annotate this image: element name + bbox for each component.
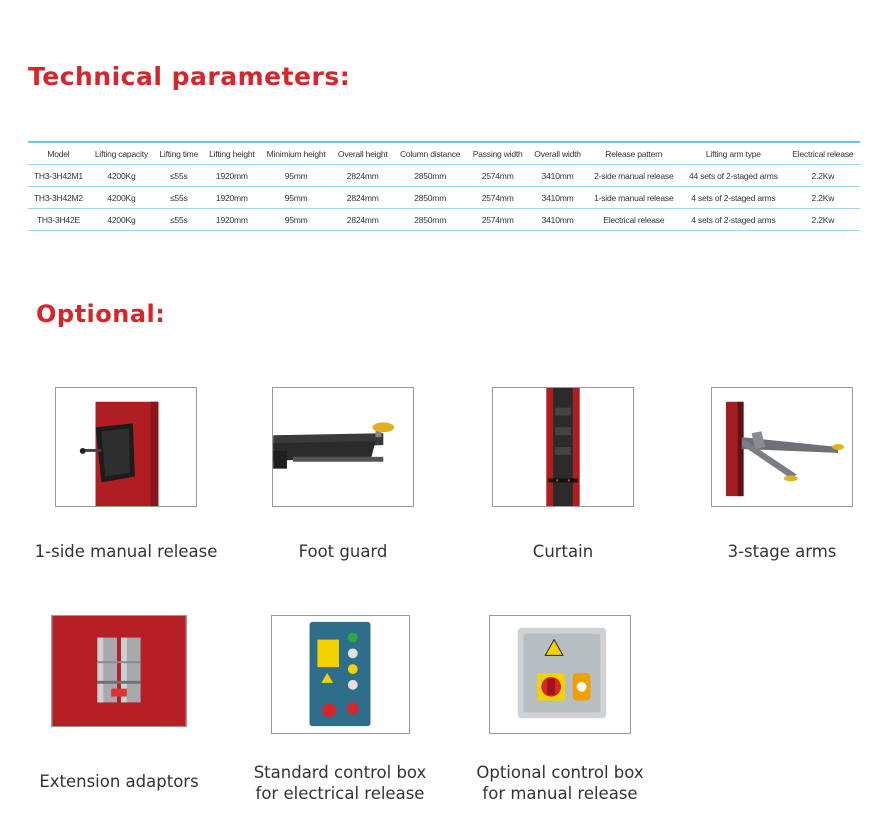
table-cell: 95mm: [284, 192, 308, 203]
standard-control-box-icon: [272, 616, 409, 733]
extension-adaptors-photo: [51, 615, 187, 727]
foot-guard-caption: Foot guard: [298, 542, 388, 561]
table-cell: 3410mm: [541, 170, 574, 181]
standard-control-box-caption: Standard control box for electrical rele…: [230, 762, 450, 804]
table-cell: 1920mm: [215, 214, 248, 225]
caption-line: Standard control box: [253, 763, 427, 782]
table-cell: 1-side manual release: [594, 192, 674, 203]
manual-release-icon: [56, 388, 196, 506]
caption-line: for manual release: [482, 784, 638, 803]
column-header: Overall height: [337, 148, 388, 159]
column-header: Model: [47, 148, 70, 159]
table-cell: 3410mm: [541, 214, 574, 225]
three-stage-arms-caption: 3-stage arms: [727, 542, 837, 561]
column-header: Minimium height: [266, 148, 326, 159]
table-cell: 95mm: [284, 170, 308, 181]
three-stage-arms-photo: [711, 387, 853, 507]
foot-guard-icon: [273, 388, 413, 506]
table-cell: TH3-3H42E: [36, 214, 80, 225]
extension-adaptors-caption: Extension adaptors: [39, 772, 199, 791]
table-cell: TH3-3H42M1: [33, 170, 83, 181]
table-cell: ≤55s: [169, 170, 188, 181]
table-cell: 3410mm: [541, 192, 574, 203]
table-row: TH3-3H42M1 4200Kg ≤55s 1920mm 95mm 2824m…: [28, 164, 860, 187]
caption-line: Optional control box: [476, 763, 644, 782]
three-stage-arms-icon: [712, 388, 852, 506]
technical-parameters-table: Model Lifting capacity Lifting time Lift…: [28, 141, 860, 231]
manual-release-caption: 1-side manual release: [34, 542, 218, 561]
optional-control-box-caption: Optional control box for manual release: [450, 762, 670, 804]
column-header: Column distance: [399, 148, 461, 159]
column-header: Release pattern: [605, 148, 663, 159]
column-header: Lifting capacity: [94, 148, 148, 159]
table-row: TH3-3H42E 4200Kg ≤55s 1920mm 95mm 2824mm…: [28, 208, 860, 231]
table-cell: ≤55s: [169, 192, 188, 203]
technical-parameters-heading: Technical parameters:: [28, 62, 351, 91]
table-cell: 1920mm: [215, 170, 248, 181]
optional-control-box-photo: [489, 615, 631, 734]
optional-heading: Optional:: [36, 300, 166, 328]
optional-control-box-icon: [490, 616, 630, 733]
table-cell: 2824mm: [346, 170, 379, 181]
table-cell: ≤55s: [169, 214, 188, 225]
table-cell: 2850mm: [414, 214, 447, 225]
foot-guard-photo: [272, 387, 414, 507]
table-cell: 4 sets of 2-staged arms: [691, 214, 776, 225]
column-header: Passing width: [472, 148, 523, 159]
table-cell: Electrical release: [603, 214, 665, 225]
table-header-row: Model Lifting capacity Lifting time Lift…: [28, 142, 860, 165]
caption-line: for electrical release: [255, 784, 425, 803]
table-cell: 2.2Kw: [811, 170, 835, 181]
table-row: TH3-3H42M2 4200Kg ≤55s 1920mm 95mm 2824m…: [28, 186, 860, 209]
column-header: Electrical release: [792, 148, 854, 159]
table-cell: 2850mm: [414, 192, 447, 203]
curtain-icon: [493, 388, 633, 506]
extension-adaptors-icon: [52, 616, 186, 726]
table-cell: 4 sets of 2-staged arms: [691, 192, 776, 203]
standard-control-box-photo: [271, 615, 410, 734]
curtain-photo: [492, 387, 634, 507]
manual-release-photo: [55, 387, 197, 507]
table-cell: 2-side manual release: [594, 170, 674, 181]
table-cell: 2574mm: [481, 170, 514, 181]
table-cell: 44 sets of 2-staged arms: [688, 170, 778, 181]
table-cell: 2850mm: [414, 170, 447, 181]
table-cell: 4200Kg: [107, 214, 136, 225]
table-cell: 2.2Kw: [811, 214, 835, 225]
table-cell: 95mm: [284, 214, 308, 225]
table-cell: 1920mm: [215, 192, 248, 203]
column-header: Lifting time: [159, 148, 199, 159]
table-cell: 4200Kg: [107, 170, 136, 181]
table-cell: 2824mm: [346, 214, 379, 225]
table-cell: 2574mm: [481, 214, 514, 225]
column-header: Overall width: [534, 148, 581, 159]
table-cell: 2824mm: [346, 192, 379, 203]
table-cell: 2.2Kw: [811, 192, 835, 203]
table-cell: 4200Kg: [107, 192, 136, 203]
curtain-caption: Curtain: [532, 542, 594, 561]
column-header: Lifting height: [209, 148, 255, 159]
table-cell: 2574mm: [481, 192, 514, 203]
table-cell: TH3-3H42M2: [33, 192, 83, 203]
column-header: Lifting arm type: [705, 148, 761, 159]
